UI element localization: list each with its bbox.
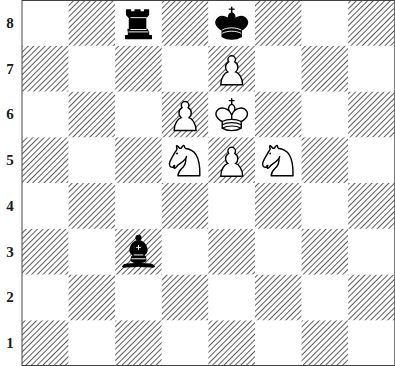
board-square — [255, 183, 302, 229]
board-square — [255, 46, 302, 92]
board-square — [348, 46, 395, 92]
board-square — [162, 275, 209, 321]
rank-number: 3 — [2, 244, 18, 260]
board-square — [208, 229, 255, 275]
board-square — [208, 137, 255, 183]
white-pawn — [221, 56, 243, 85]
board-square — [115, 46, 162, 92]
board-square — [22, 320, 69, 366]
rank-number: 2 — [2, 289, 18, 305]
rank-number: 4 — [2, 198, 18, 214]
rank-number: 1 — [2, 335, 18, 351]
board-square — [69, 320, 116, 366]
board-square — [302, 229, 349, 275]
board-square — [162, 320, 209, 366]
board-square — [69, 0, 116, 46]
white-knight — [169, 145, 199, 175]
board-square — [348, 137, 395, 183]
board-square — [348, 320, 395, 366]
board-square — [22, 46, 69, 92]
board-square — [348, 0, 395, 46]
board-square — [302, 46, 349, 92]
board-square — [208, 275, 255, 321]
board-square — [302, 0, 349, 46]
board-square — [22, 137, 69, 183]
board-square — [302, 137, 349, 183]
board-square — [162, 92, 209, 138]
rank-number: 7 — [2, 61, 18, 77]
board-square — [69, 229, 116, 275]
board-square — [69, 137, 116, 183]
board-square — [302, 183, 349, 229]
board-square — [162, 137, 209, 183]
board-square — [302, 275, 349, 321]
board-square — [208, 46, 255, 92]
board-square — [162, 229, 209, 275]
black-bishop — [123, 235, 154, 267]
white-knight — [263, 145, 293, 175]
board-square — [208, 320, 255, 366]
board-square — [208, 0, 255, 46]
board-square — [22, 183, 69, 229]
white-pawn — [174, 102, 196, 131]
board-square — [115, 0, 162, 46]
board-square — [255, 229, 302, 275]
board-square — [115, 92, 162, 138]
board-square — [22, 275, 69, 321]
board-square — [115, 275, 162, 321]
black-king — [216, 7, 248, 39]
board-square — [255, 275, 302, 321]
board-square — [115, 183, 162, 229]
board-square — [348, 275, 395, 321]
board-square — [162, 0, 209, 46]
board-square — [22, 0, 69, 46]
rank-number: 6 — [2, 106, 18, 122]
board-square — [208, 183, 255, 229]
board-square — [115, 137, 162, 183]
board-square — [162, 46, 209, 92]
board-square — [348, 92, 395, 138]
black-rook — [126, 10, 152, 39]
board-square — [69, 275, 116, 321]
board-square — [302, 92, 349, 138]
white-king — [216, 99, 248, 131]
board-square — [255, 0, 302, 46]
board-square — [302, 320, 349, 366]
rank-number: 5 — [2, 152, 18, 168]
board-square — [208, 92, 255, 138]
board-square — [115, 229, 162, 275]
board-square — [115, 320, 162, 366]
board-square — [255, 137, 302, 183]
board-square — [22, 92, 69, 138]
rank-number: 8 — [2, 15, 18, 31]
board-square — [69, 92, 116, 138]
board-frame — [22, 1, 395, 366]
board-square — [348, 183, 395, 229]
board-square — [22, 229, 69, 275]
board-square — [255, 92, 302, 138]
board-square — [162, 183, 209, 229]
board-square — [69, 183, 116, 229]
board-square — [69, 46, 116, 92]
board-square — [255, 320, 302, 366]
white-pawn — [221, 147, 243, 176]
board-square — [348, 229, 395, 275]
